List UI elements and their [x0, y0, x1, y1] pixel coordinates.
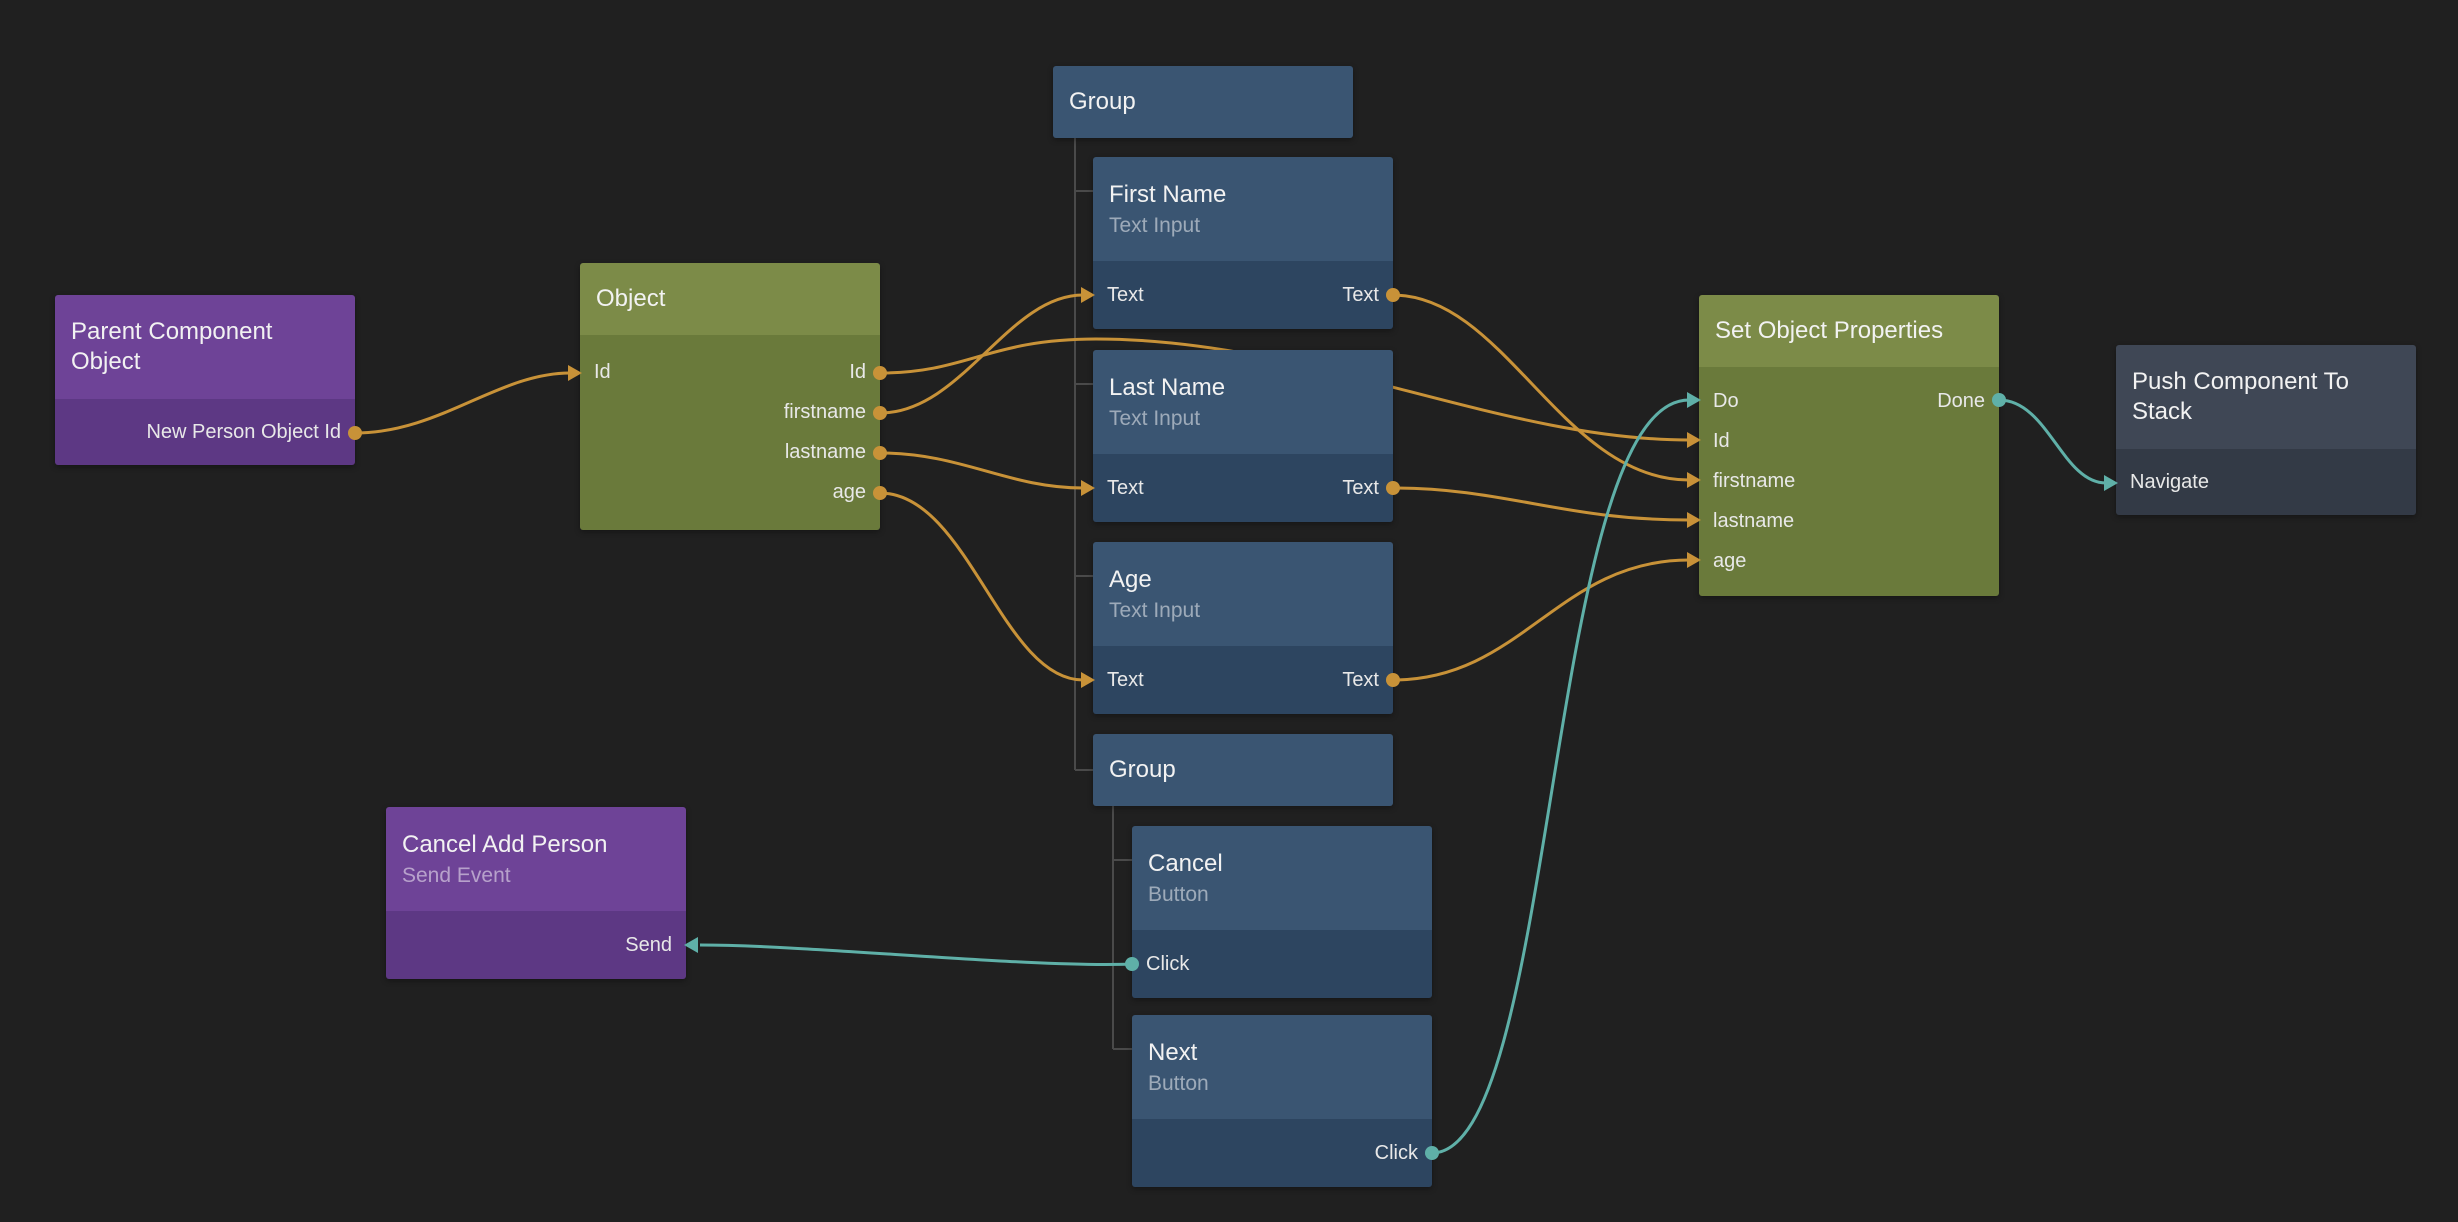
node-header: Object	[580, 263, 880, 335]
node-title: Parent Component Object	[71, 318, 273, 375]
node-title: Age	[1109, 566, 1152, 593]
port-input-age[interactable]: age	[1713, 550, 1747, 572]
node-header: Push Component To Stack	[2116, 345, 2416, 449]
port-input-lastname[interactable]: lastname	[1713, 510, 1795, 532]
node-header: Group	[1093, 734, 1393, 806]
port-row: Text Text	[1093, 660, 1393, 700]
port-row: Do Done	[1699, 382, 1999, 422]
node-cancel-button[interactable]: Cancel Button Click	[1132, 826, 1432, 998]
node-subtitle: Send Event	[402, 864, 511, 887]
port-row: Send	[386, 925, 686, 965]
connection-setprops-done-to-push-navigate[interactable]	[1998, 398, 2107, 485]
node-header: Last Name Text Input	[1093, 350, 1393, 454]
port-output-click[interactable]: Click	[1146, 952, 1190, 975]
node-push-component-to-stack[interactable]: Push Component To Stack Navigate	[2116, 345, 2416, 515]
port-output-lastname[interactable]: lastname	[784, 441, 866, 463]
connection-parent-object-id-to-object-id[interactable]	[354, 371, 571, 435]
port-output-new-person-object-id[interactable]: New Person Object Id	[146, 420, 341, 443]
port-row: Click	[1132, 1133, 1432, 1173]
port-output-click[interactable]: Click	[1374, 1141, 1418, 1164]
node-group-inner[interactable]: Group	[1093, 734, 1393, 806]
connection-object-lastname-to-lastname-text[interactable]	[879, 451, 1084, 490]
port-row: Navigate	[2116, 462, 2416, 502]
port-output-age[interactable]: age	[832, 481, 866, 503]
port-input-do[interactable]: Do	[1713, 390, 1739, 412]
node-header: Cancel Button	[1132, 826, 1432, 930]
input-arrow-cancel-add-person-send	[684, 937, 698, 953]
node-age-text-input[interactable]: Age Text Input Text Text	[1093, 542, 1393, 714]
node-cancel-add-person-send-event[interactable]: Cancel Add Person Send Event Send	[386, 807, 686, 979]
connection-cancel-click-to-send-event[interactable]	[699, 943, 1133, 966]
port-input-id[interactable]: Id	[594, 361, 611, 383]
node-group-outer[interactable]: Group	[1053, 66, 1353, 138]
node-next-button[interactable]: Next Button Click	[1132, 1015, 1432, 1187]
connection-object-firstname-to-firstname-text[interactable]	[879, 293, 1084, 415]
node-header: Next Button	[1132, 1015, 1432, 1119]
node-subtitle: Text Input	[1109, 407, 1201, 430]
port-input-text[interactable]: Text	[1107, 283, 1144, 306]
node-header: Age Text Input	[1093, 542, 1393, 646]
node-title: Cancel	[1148, 850, 1223, 877]
port-row: age	[1699, 542, 1999, 582]
port-output-text[interactable]: Text	[1342, 476, 1379, 499]
node-parent-component-object[interactable]: Parent Component Object New Person Objec…	[55, 295, 355, 465]
node-title: Push Component To Stack	[2132, 368, 2350, 425]
connection-firstname-text-to-setprops-firstname[interactable]	[1392, 293, 1690, 482]
connection-object-age-to-age-text[interactable]	[879, 491, 1084, 682]
group-hierarchy-line-outer	[1074, 138, 1093, 771]
node-title: Next	[1148, 1039, 1198, 1066]
node-subtitle: Button	[1148, 883, 1209, 906]
port-input-text[interactable]: Text	[1107, 668, 1144, 691]
node-last-name-text-input[interactable]: Last Name Text Input Text Text	[1093, 350, 1393, 522]
connection-next-click-to-setprops-do[interactable]	[1431, 398, 1690, 1155]
node-first-name-text-input[interactable]: First Name Text Input Text Text	[1093, 157, 1393, 329]
port-row: lastname	[1699, 502, 1999, 542]
port-output-firstname[interactable]: firstname	[783, 401, 866, 423]
port-row: age	[580, 473, 880, 513]
port-row: Id	[1699, 422, 1999, 462]
node-object[interactable]: Object Id Id firstname lastname age	[580, 263, 880, 530]
port-input-firstname[interactable]: firstname	[1713, 470, 1796, 492]
node-header: Group	[1053, 66, 1353, 138]
port-row: Click	[1132, 944, 1432, 984]
port-input-navigate[interactable]: Navigate	[2130, 470, 2209, 493]
port-row: Text Text	[1093, 275, 1393, 315]
port-row: firstname	[1699, 462, 1999, 502]
port-row: firstname	[580, 393, 880, 433]
node-header: Parent Component Object	[55, 295, 355, 399]
node-header: Set Object Properties	[1699, 295, 1999, 367]
node-subtitle: Button	[1148, 1072, 1209, 1095]
node-subtitle: Text Input	[1109, 214, 1201, 237]
node-set-object-properties[interactable]: Set Object Properties Do Done Id firstna…	[1699, 295, 1999, 596]
port-output-text[interactable]: Text	[1342, 668, 1379, 691]
port-input-id[interactable]: Id	[1713, 430, 1730, 452]
port-row: New Person Object Id	[55, 412, 355, 452]
node-subtitle: Text Input	[1109, 599, 1201, 622]
node-title: Set Object Properties	[1715, 317, 1944, 344]
node-header: First Name Text Input	[1093, 157, 1393, 261]
node-title: Group	[1109, 756, 1176, 783]
port-output-id[interactable]: Id	[849, 361, 866, 383]
port-output-done[interactable]: Done	[1937, 390, 1985, 412]
port-row: Text Text	[1093, 468, 1393, 508]
node-title: Last Name	[1109, 374, 1226, 401]
port-input-send[interactable]: Send	[625, 933, 672, 956]
port-output-text[interactable]: Text	[1342, 283, 1379, 306]
node-header: Cancel Add Person Send Event	[386, 807, 686, 911]
node-title: Cancel Add Person	[402, 831, 608, 858]
connection-age-text-to-setprops-age[interactable]	[1392, 558, 1690, 682]
connection-lastname-text-to-setprops-lastname[interactable]	[1392, 486, 1690, 522]
node-title: Group	[1069, 88, 1136, 115]
group-hierarchy-line-inner	[1112, 806, 1132, 1050]
port-row: Id Id	[580, 353, 880, 393]
node-title: First Name	[1109, 181, 1227, 208]
node-title: Object	[596, 285, 666, 312]
port-input-text[interactable]: Text	[1107, 476, 1144, 499]
port-row: lastname	[580, 433, 880, 473]
